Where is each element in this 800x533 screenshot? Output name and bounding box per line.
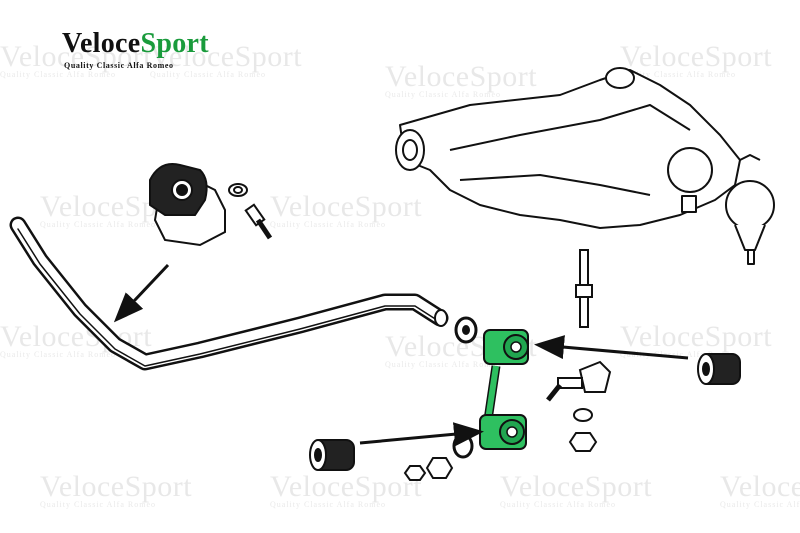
clamp-bolt [244,203,273,240]
anti-roll-bar [9,216,449,371]
bar-end-washer-hole [462,325,470,335]
rubber-bush-right [697,353,741,385]
link-washer [452,433,474,459]
bar-mounting-clamp [149,163,248,247]
lower-bush-arrow [359,422,484,447]
ball-joint-pin [546,360,612,402]
link-locknut [403,465,427,481]
clamp-location-arrow [113,263,170,323]
upper-bush-arrow [534,335,689,360]
link-nut [425,457,454,479]
veloce-sport-logo[interactable]: VeloceSport Quality Classic Alfa Romeo [62,28,242,70]
drop-link-highlighted [479,329,529,450]
small-washer [573,408,593,422]
logo-wordmark: VeloceSport [62,28,209,59]
logo-tagline: Quality Classic Alfa Romeo [64,61,174,70]
suspension-wishbone [395,67,775,265]
rubber-bush-left [309,439,355,471]
mounting-stud [575,249,593,328]
hex-nut [568,432,598,452]
